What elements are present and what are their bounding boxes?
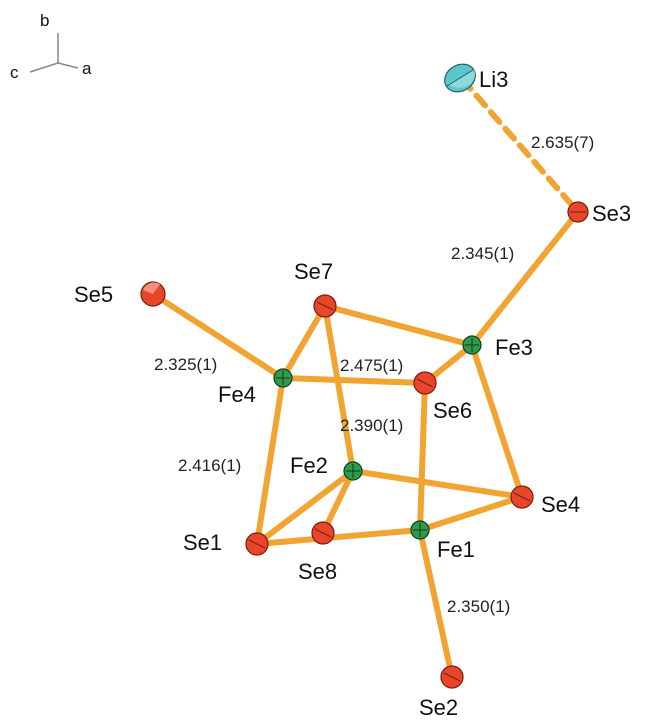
atoms bbox=[140, 63, 589, 689]
atom-se3 bbox=[567, 201, 589, 223]
distance-labels: 2.635(7) 2.345(1) 2.325(1) 2.475(1) 2.39… bbox=[154, 133, 594, 616]
label-se8: Se8 bbox=[298, 559, 337, 584]
distance-li3-se3: 2.635(7) bbox=[531, 133, 594, 152]
atom-se4 bbox=[510, 485, 534, 509]
axis-c-label: c bbox=[10, 63, 19, 82]
atom-fe2 bbox=[343, 461, 363, 481]
bond-se7-fe3 bbox=[322, 303, 475, 348]
atom-fe1 bbox=[410, 520, 430, 540]
label-se7: Se7 bbox=[294, 259, 333, 284]
distance-fe3-se3: 2.345(1) bbox=[451, 244, 514, 263]
bond-fe2-se1 bbox=[254, 468, 356, 547]
distance-fe1-se2: 2.350(1) bbox=[447, 597, 510, 616]
label-fe2: Fe2 bbox=[290, 453, 328, 478]
label-li3: Li3 bbox=[479, 67, 508, 92]
axis-a-label: a bbox=[82, 59, 92, 78]
label-fe4: Fe4 bbox=[218, 382, 256, 407]
atom-se5 bbox=[140, 281, 166, 307]
label-se1: Se1 bbox=[183, 530, 222, 555]
atom-labels: Li3 Se3 Se5 Se7 Fe3 Fe4 Se6 Fe2 Se4 Se1 … bbox=[74, 67, 631, 720]
bond-fe4-se1 bbox=[254, 375, 286, 547]
axis-a-line bbox=[57, 62, 79, 69]
atom-se1 bbox=[245, 532, 269, 556]
distance-fe4-se1: 2.416(1) bbox=[178, 456, 241, 475]
atom-se2 bbox=[440, 665, 464, 689]
label-se5: Se5 bbox=[74, 282, 113, 307]
distance-fe4-se6: 2.475(1) bbox=[340, 356, 403, 375]
bond-se7-fe4 bbox=[280, 303, 328, 381]
bond-fe1-se4 bbox=[417, 494, 525, 533]
bond-li3-se3 bbox=[459, 76, 581, 215]
bond-se6-fe1 bbox=[417, 380, 428, 533]
bond-fe3-se4 bbox=[469, 342, 525, 500]
label-fe3: Fe3 bbox=[495, 335, 533, 360]
label-se3: Se3 bbox=[592, 201, 631, 226]
bond-se1-fe1 bbox=[254, 527, 423, 547]
bond-fe4-se6 bbox=[280, 375, 428, 386]
axis-b-label: b bbox=[40, 11, 49, 30]
label-se6: Se6 bbox=[433, 398, 472, 423]
axis-c-line bbox=[29, 62, 59, 73]
label-fe1: Fe1 bbox=[437, 537, 475, 562]
atom-li3 bbox=[444, 63, 476, 93]
atom-se8 bbox=[311, 521, 335, 545]
bond-se3-fe3 bbox=[469, 209, 581, 348]
label-se2: Se2 bbox=[419, 695, 458, 720]
bond-fe2-se4 bbox=[350, 468, 525, 500]
bond-se5-fe4 bbox=[150, 291, 286, 381]
distance-fe2-se7: 2.390(1) bbox=[340, 416, 403, 435]
atom-fe4 bbox=[273, 368, 293, 388]
label-se4: Se4 bbox=[541, 492, 580, 517]
atom-se7 bbox=[313, 294, 337, 318]
atom-se6 bbox=[413, 371, 437, 395]
bonds bbox=[150, 76, 581, 680]
atom-fe3 bbox=[462, 335, 482, 355]
distance-fe4-se5: 2.325(1) bbox=[154, 355, 217, 374]
bond-fe1-se2 bbox=[417, 527, 455, 680]
bond-se7-fe2 bbox=[322, 303, 356, 474]
axis-triad: b c a bbox=[10, 11, 92, 82]
